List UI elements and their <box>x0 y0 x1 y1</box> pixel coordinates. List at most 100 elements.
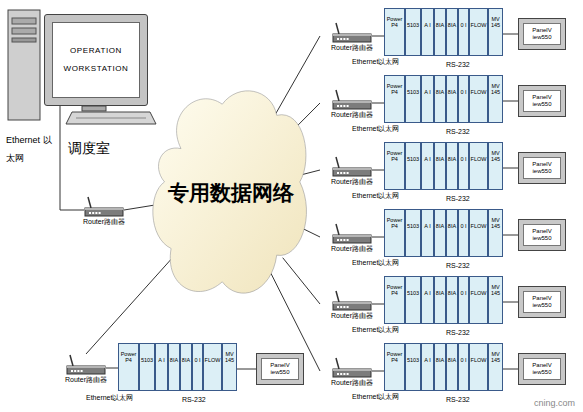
mod-text: 5103 <box>407 22 419 28</box>
mod-box: 5103 <box>405 75 421 123</box>
router-box: Router路由器 <box>72 196 136 232</box>
connector-line <box>503 168 518 169</box>
mod-text: FLOW <box>471 290 487 296</box>
mod-box: FLOW <box>469 75 488 123</box>
mod-text: MV 145 <box>489 217 502 230</box>
mod-text: A I <box>158 357 164 363</box>
mod-box: 5103 <box>405 276 421 324</box>
router-icon <box>66 354 106 376</box>
panel-box: PanelV iew550 <box>518 286 566 318</box>
router-led <box>95 212 97 214</box>
mod-box: Power P4 <box>384 75 405 123</box>
connector-line <box>372 371 384 372</box>
mod-box: 5103 <box>139 343 155 391</box>
screen: PanelV iew550 <box>523 358 561 380</box>
cloud-outline <box>153 91 307 293</box>
text-label: Ethernet 以太网 <box>6 131 52 167</box>
screen: PanelV iew550 <box>523 23 561 45</box>
text-label: RS-232 <box>182 396 206 404</box>
mod-box: FLOW <box>203 343 222 391</box>
router-text: Router路由器 <box>320 245 384 253</box>
mod-text: 5103 <box>407 290 419 296</box>
router-led <box>343 105 345 107</box>
connector-line <box>503 302 518 303</box>
router-top <box>85 208 123 210</box>
text-label: RS-232 <box>446 396 470 404</box>
mod-text: MV 145 <box>489 150 502 163</box>
router-icon <box>84 196 124 218</box>
mod-text: Power P4 <box>385 351 404 364</box>
text-label: 调度室 <box>68 140 110 156</box>
connector-line <box>274 36 320 117</box>
mod-box: 5103 <box>405 343 421 391</box>
text-label: Ethernet以太网 <box>352 58 399 66</box>
mod-text: Power P4 <box>385 284 404 297</box>
router-led <box>347 373 349 375</box>
router-box: Router路由器 <box>320 22 384 58</box>
mod-text: A I <box>424 156 430 162</box>
connector-line <box>60 106 84 210</box>
connector-line <box>106 368 118 369</box>
router-icon <box>332 89 372 111</box>
router-box: Router路由器 <box>320 89 384 125</box>
drive-bay <box>12 28 36 34</box>
connector-line <box>372 170 384 171</box>
mod-box: MV 145 <box>488 276 503 324</box>
ws-box: OPERATION WORKSTATION <box>44 14 148 106</box>
router-top <box>67 366 105 368</box>
monitor-stand <box>82 106 106 111</box>
mod-text: A I <box>424 223 430 229</box>
mod-text: 5103 <box>407 156 419 162</box>
mod-box: A I <box>421 8 434 56</box>
router-text: Router路由器 <box>320 312 384 320</box>
router-led <box>337 172 339 174</box>
router-top <box>333 369 371 371</box>
mod-box: FLOW <box>469 343 488 391</box>
panel-text: PanelV iew550 <box>524 27 560 41</box>
panel-box: PanelV iew550 <box>518 152 566 184</box>
panel-box: PanelV iew550 <box>518 353 566 385</box>
panel-box: PanelV iew550 <box>518 219 566 251</box>
mod-box: 8IA <box>434 75 446 123</box>
mod-text: 8IA <box>170 357 178 363</box>
router-led <box>347 105 349 107</box>
router-antenna <box>336 90 339 101</box>
mod-box: MV 145 <box>488 142 503 190</box>
router-led <box>343 306 345 308</box>
mod-box: 5103 <box>405 8 421 56</box>
router-led <box>337 306 339 308</box>
router-led <box>99 212 101 214</box>
mod-text: 5103 <box>141 357 153 363</box>
mod-text: A I <box>424 290 430 296</box>
computer-tower <box>8 10 40 120</box>
router-led <box>347 306 349 308</box>
mod-box: MV 145 <box>222 343 237 391</box>
connector-line <box>372 237 384 238</box>
mod-box: 8IA <box>446 75 458 123</box>
mod-text: FLOW <box>471 223 487 229</box>
router-box: Router路由器 <box>320 223 384 259</box>
router-icon <box>332 156 372 178</box>
mod-text: 8IA <box>448 22 456 28</box>
mod-box: Power P4 <box>384 8 405 56</box>
cloud-text: 专用数据网络 <box>168 179 294 207</box>
mod-text: MV 145 <box>223 351 236 364</box>
connector-line <box>372 304 384 305</box>
mod-box: 8IA <box>434 343 446 391</box>
text-label: RS-232 <box>446 329 470 337</box>
text-label: Ethernet以太网 <box>352 259 399 267</box>
router-body <box>333 34 371 42</box>
router-text: Router路由器 <box>320 379 384 387</box>
router-top <box>333 34 371 36</box>
text-label: RS-232 <box>446 61 470 69</box>
router-antenna <box>70 355 73 366</box>
panel-box: PanelV iew550 <box>256 353 304 385</box>
router-body <box>333 168 371 176</box>
mod-text: Power P4 <box>385 217 404 230</box>
router-led <box>343 373 345 375</box>
mod-text: 8IA <box>436 22 444 28</box>
router-led <box>340 306 342 308</box>
router-antenna <box>88 197 91 208</box>
keyboard <box>66 112 156 124</box>
router-top <box>333 101 371 103</box>
